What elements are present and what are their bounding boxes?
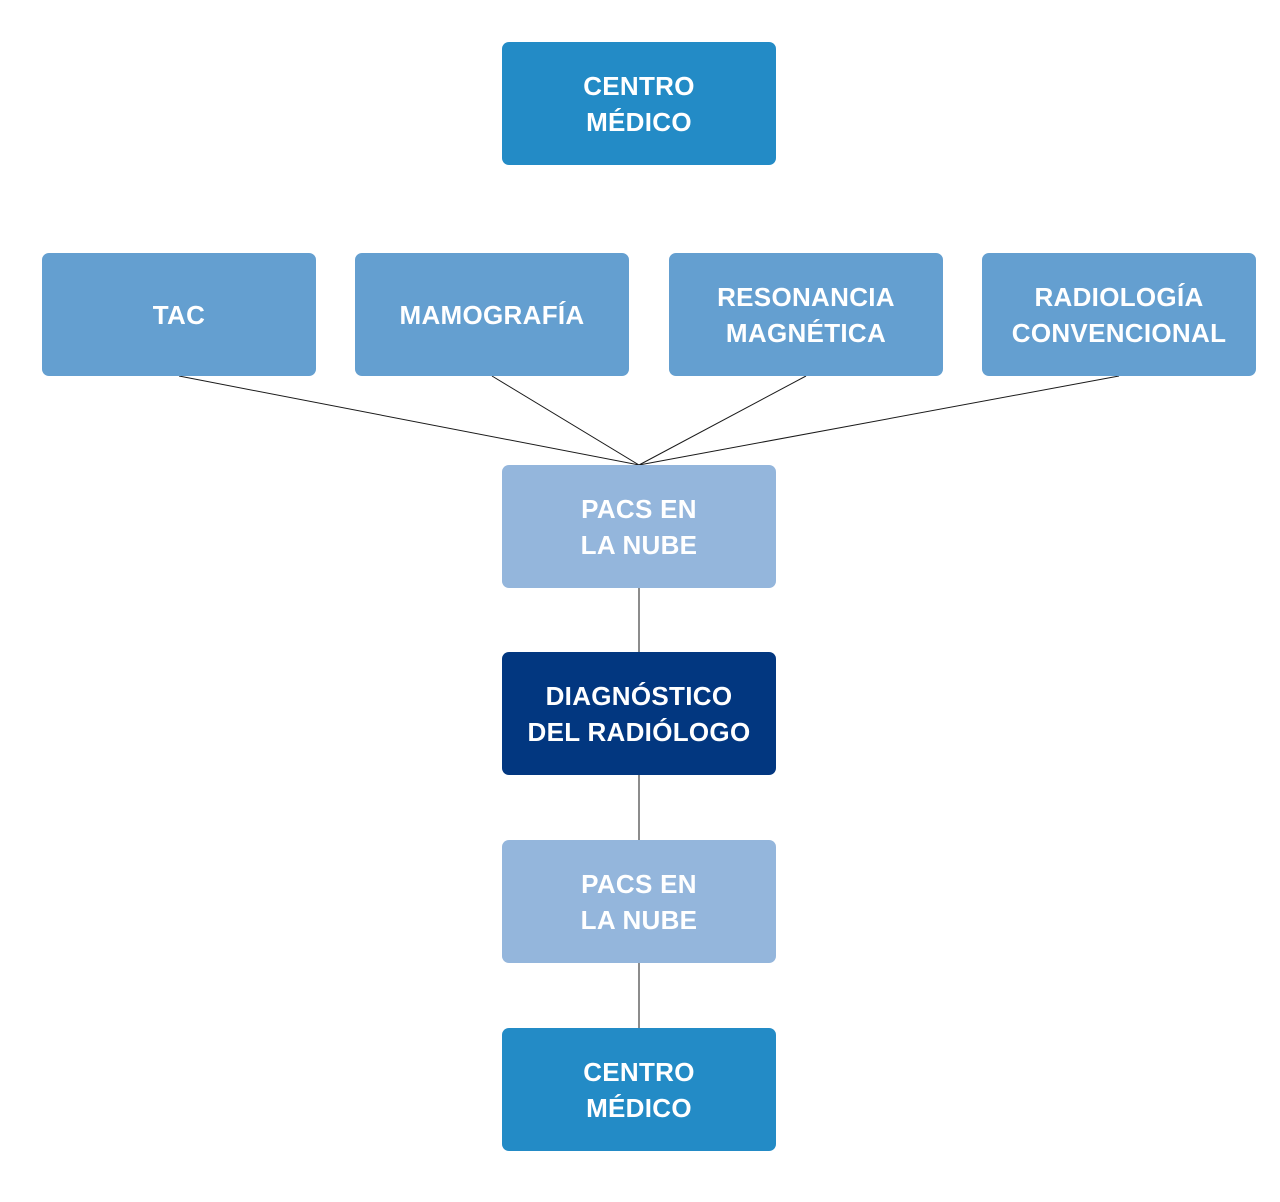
node-label: PACS EN LA NUBE — [580, 493, 698, 560]
node-label: CENTRO MÉDICO — [583, 1056, 695, 1123]
node-centro-medico-bottom: CENTRO MÉDICO — [502, 1028, 776, 1151]
node-diagnostico-del-radiologo: DIAGNÓSTICO DEL RADIÓLOGO — [502, 652, 776, 775]
node-label: CENTRO MÉDICO — [583, 70, 695, 137]
node-resonancia-magnetica: RESONANCIA MAGNÉTICA — [669, 253, 943, 376]
node-mamografia: MAMOGRAFÍA — [355, 253, 629, 376]
node-label: RADIOLOGÍA CONVENCIONAL — [1011, 281, 1227, 348]
node-centro-medico-top: CENTRO MÉDICO — [502, 42, 776, 165]
node-pacs-en-la-nube-1: PACS EN LA NUBE — [502, 465, 776, 588]
node-label: RESONANCIA MAGNÉTICA — [717, 281, 895, 348]
connector-mamografia-to-pacs — [491, 375, 640, 466]
node-label: DIAGNÓSTICO DEL RADIÓLOGO — [527, 680, 751, 747]
node-radiologia-convencional: RADIOLOGÍA CONVENCIONAL — [982, 253, 1256, 376]
node-label: PACS EN LA NUBE — [580, 868, 698, 935]
connector-resonancia-to-pacs — [638, 375, 807, 466]
node-label: TAC — [152, 299, 206, 330]
connector-tac-to-pacs — [178, 375, 640, 466]
node-pacs-en-la-nube-2: PACS EN LA NUBE — [502, 840, 776, 963]
node-tac: TAC — [42, 253, 316, 376]
connector-radiologia-to-pacs — [638, 375, 1120, 466]
node-label: MAMOGRAFÍA — [399, 299, 585, 330]
